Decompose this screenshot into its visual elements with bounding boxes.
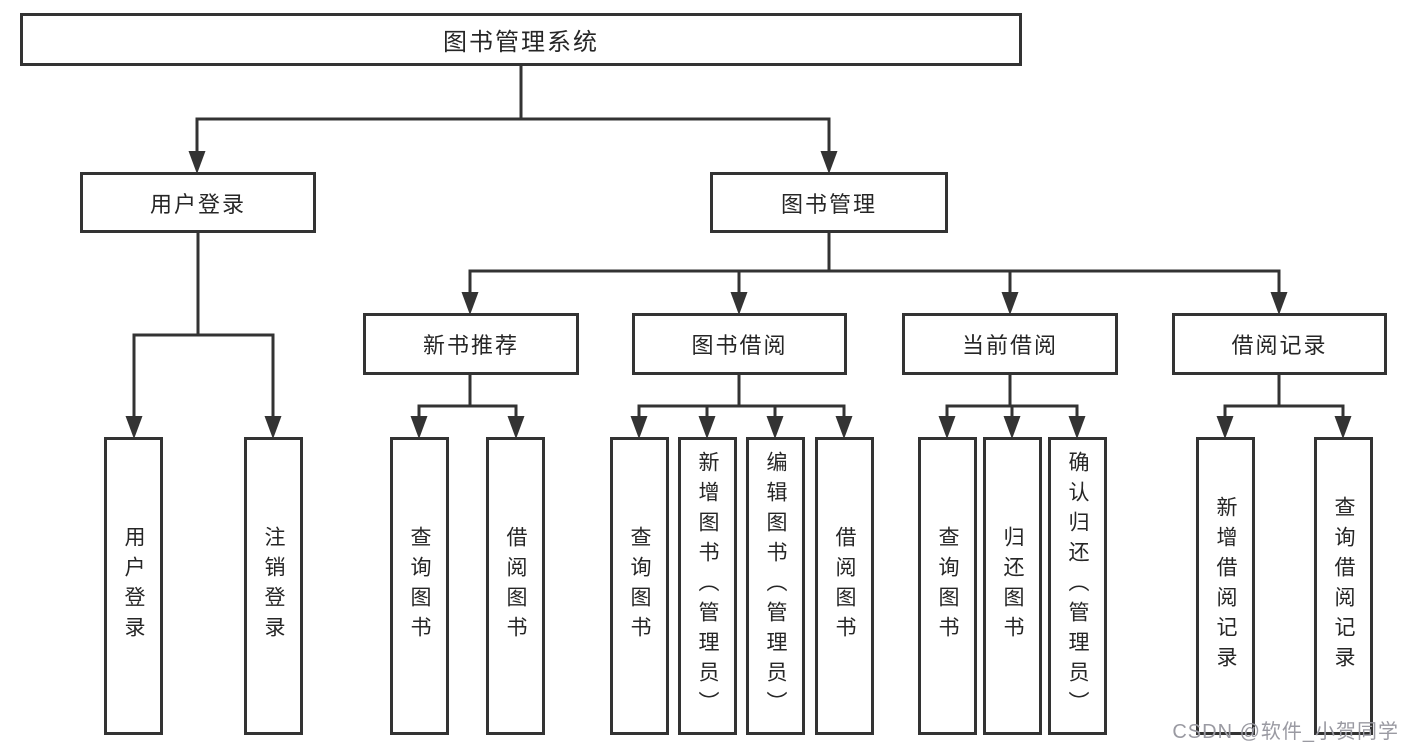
connector-new-book-rec (410, 373, 525, 439)
node-label: 用户登录 (149, 191, 246, 217)
node-leaf-bb-borrow-books: 借阅图书 (815, 437, 874, 735)
node-book-management: 图书管理 (710, 172, 948, 233)
node-label: 借阅图书 (833, 526, 856, 646)
node-leaf-br-add-record: 新增借阅记录 (1196, 437, 1255, 735)
node-leaf-br-query-record: 查询借阅记录 (1314, 437, 1373, 735)
connector-current-borrow (938, 373, 1086, 439)
node-borrow-records: 借阅记录 (1172, 313, 1387, 375)
node-label: 归还图书 (1001, 526, 1024, 646)
connector-book-mgmt (461, 230, 1288, 315)
node-current-borrowing: 当前借阅 (902, 313, 1118, 375)
csdn-watermark: CSDN @软件_小贺同学 (1172, 721, 1399, 743)
node-leaf-cb-confirm-return-admin: 确认归还（管理员） (1048, 437, 1107, 735)
node-label: 新增借阅记录 (1214, 496, 1237, 676)
node-label: 查询图书 (628, 526, 651, 646)
node-leaf-rec-query-books: 查询图书 (390, 437, 449, 735)
node-leaf-bb-add-books-admin: 新增图书（管理员） (678, 437, 737, 735)
node-label: 借阅图书 (504, 526, 527, 646)
node-label: 查询图书 (936, 526, 959, 646)
node-leaf-bb-edit-books-admin: 编辑图书（管理员） (746, 437, 805, 735)
node-label: 查询图书 (408, 526, 431, 646)
node-leaf-user-login: 用户登录 (104, 437, 163, 735)
connector-user-login (125, 230, 282, 439)
node-leaf-cb-query-books: 查询图书 (918, 437, 977, 735)
node-label: 确认归还（管理员） (1066, 451, 1089, 721)
node-label: 注销登录 (262, 526, 285, 646)
node-label: 新增图书（管理员） (696, 451, 719, 721)
node-leaf-cb-return-books: 归还图书 (983, 437, 1042, 735)
node-label: 图书管理系统 (443, 29, 599, 56)
node-leaf-rec-borrow-books: 借阅图书 (486, 437, 545, 735)
node-label: 编辑图书（管理员） (764, 451, 787, 721)
node-label: 图书管理 (780, 191, 877, 217)
connector-root (188, 64, 838, 174)
node-leaf-logout: 注销登录 (244, 437, 303, 735)
connector-borrow-records (1216, 373, 1352, 439)
node-label: 用户登录 (122, 526, 145, 646)
node-label: 查询借阅记录 (1332, 496, 1355, 676)
node-user-login: 用户登录 (80, 172, 316, 233)
node-label: 新书推荐 (422, 333, 519, 358)
node-label: 图书借阅 (691, 333, 788, 358)
node-label: 借阅记录 (1231, 333, 1328, 358)
connector-book-borrow (630, 373, 853, 439)
node-label: 当前借阅 (961, 333, 1058, 358)
node-new-book-recommend: 新书推荐 (363, 313, 579, 375)
node-leaf-bb-query-books: 查询图书 (610, 437, 669, 735)
node-library-management-system: 图书管理系统 (20, 13, 1022, 66)
node-book-borrowing: 图书借阅 (632, 313, 847, 375)
